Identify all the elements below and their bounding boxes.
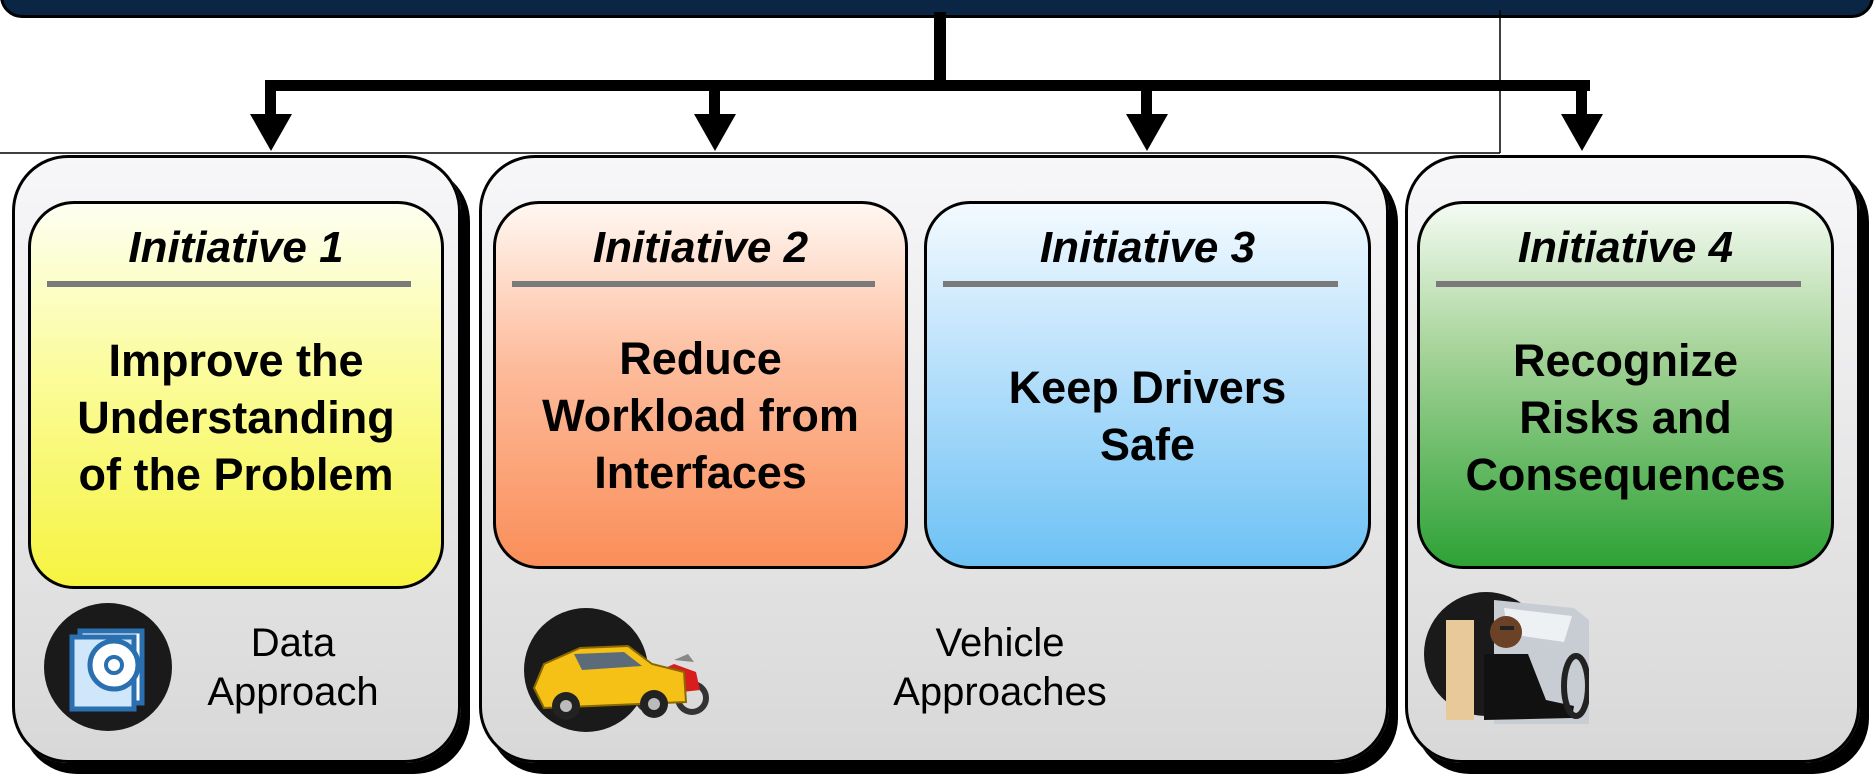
- initiative-description: Reduce Workload from Interfaces: [542, 333, 859, 498]
- initiative-card-1: Initiative 1 Improve the Understanding o…: [28, 201, 444, 589]
- initiative-title: Initiative 1: [128, 223, 344, 272]
- initiative-title: Initiative 2: [592, 223, 809, 272]
- title-divider: [512, 281, 875, 287]
- connector-arrows: [0, 10, 1603, 154]
- branch-stem-1: [265, 80, 276, 118]
- branch-line: [266, 80, 1590, 91]
- initiative-title: Initiative 4: [1517, 223, 1734, 272]
- driver-at-wheel-icon: [1424, 590, 1591, 724]
- branch-stem-2: [709, 80, 720, 118]
- initiative-description: Improve the Understanding of the Problem: [77, 335, 395, 500]
- trunk-line: [934, 12, 946, 84]
- car-motorcycle-icon: [524, 602, 724, 732]
- title-divider: [943, 281, 1338, 287]
- branch-stem-4: [1576, 80, 1587, 118]
- initiative-card-2: Initiative 2 Reduce Workload from Interf…: [493, 201, 908, 569]
- arrowhead-2: [694, 114, 736, 151]
- title-divider: [1436, 281, 1801, 287]
- data-approach-label: Data Approach: [207, 621, 379, 714]
- cd-disc-icon: [44, 603, 172, 731]
- title-divider: [47, 281, 411, 287]
- initiative-description: Keep Drivers Safe: [1008, 362, 1287, 470]
- branch-stem-3: [1141, 80, 1152, 118]
- initiative-title: Initiative 3: [1039, 223, 1256, 272]
- initiative-description: Recognize Risks and Consequences: [1465, 335, 1786, 500]
- arrowhead-3: [1126, 114, 1168, 151]
- vehicle-approaches-label: Vehicle Approaches: [893, 621, 1107, 714]
- initiative-card-3: Initiative 3 Keep Drivers Safe: [924, 201, 1371, 569]
- arrowhead-4: [1561, 114, 1603, 151]
- initiative-card-4: Initiative 4 Recognize Risks and Consequ…: [1417, 201, 1834, 569]
- arrowhead-1: [250, 114, 292, 151]
